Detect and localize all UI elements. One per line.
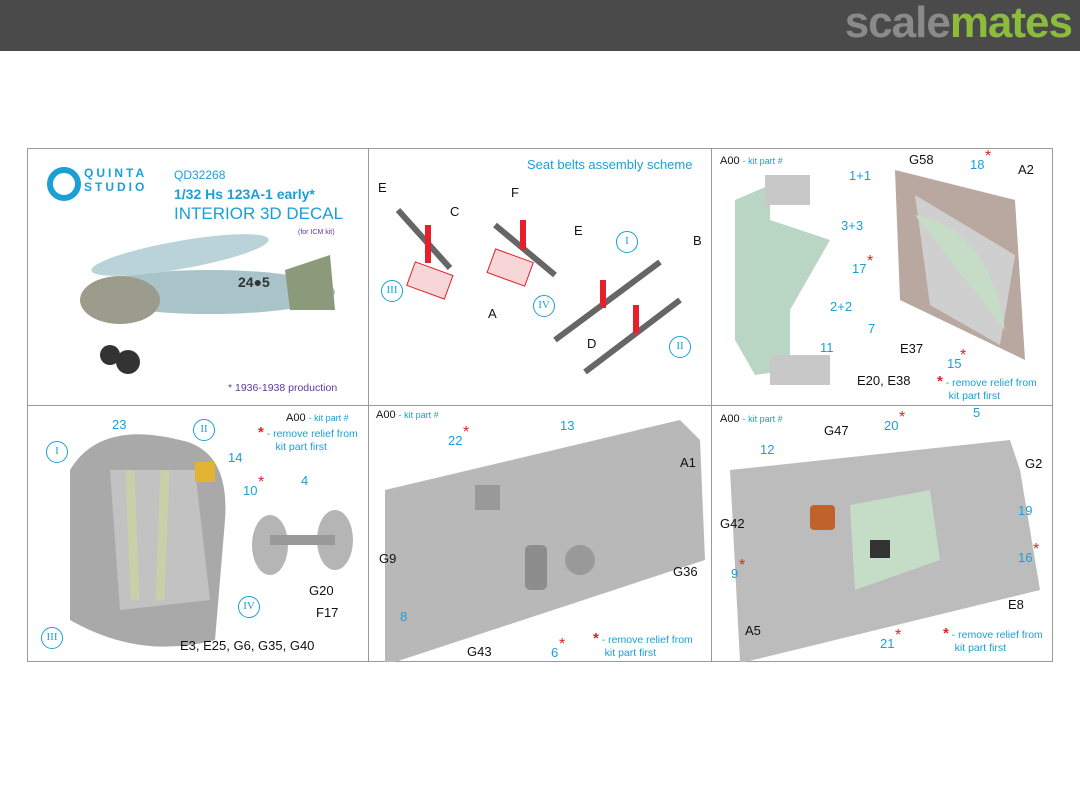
- kit-part-code: A00: [376, 409, 396, 421]
- part-label: E37: [900, 341, 924, 356]
- decal-label: 3+3: [841, 218, 864, 233]
- panel-title: Seat belts assembly scheme: [527, 157, 693, 172]
- part-label: C: [450, 204, 460, 219]
- part-label: G36: [673, 564, 698, 579]
- step-marker: IV: [533, 295, 555, 317]
- step-marker: IV: [238, 596, 260, 618]
- seat-belts-illustration: [395, 207, 682, 375]
- part-label: F17: [316, 605, 339, 620]
- part-label: G42: [720, 516, 745, 531]
- step-marker: II: [193, 419, 215, 441]
- decal-label: 20: [884, 418, 899, 433]
- divider: [27, 405, 1053, 406]
- model-name: 1/32 Hs 123A-1 early*: [174, 186, 315, 202]
- decal-label: 13: [560, 418, 575, 433]
- decal-label: 5: [973, 405, 981, 420]
- decal-label: 16: [1018, 550, 1033, 565]
- kit-part-legend: - kit part #: [742, 414, 783, 424]
- part-label: B: [693, 233, 702, 248]
- scalemates-logo[interactable]: scalemates: [844, 0, 1073, 47]
- step-marker: III: [41, 627, 63, 649]
- decal-label: 10: [243, 483, 258, 498]
- part-label: G20: [309, 583, 334, 598]
- relief-note: * - remove relief from kit part first: [943, 625, 1043, 655]
- relief-note: * - remove relief from kit part first: [258, 424, 358, 454]
- part-label: E3, E25, G6, G35, G40: [180, 638, 315, 653]
- step-marker: II: [669, 336, 691, 358]
- part-label: A5: [745, 623, 761, 638]
- part-label: G9: [379, 551, 397, 566]
- logo-text: STUDIO: [84, 180, 148, 194]
- kit-part-code: A00: [720, 413, 740, 425]
- step-marker: I: [46, 441, 68, 463]
- decal-label: 19: [1018, 503, 1033, 518]
- decal-label: 2+2: [830, 299, 853, 314]
- decal-label: 17: [852, 261, 867, 276]
- part-label: G47: [824, 423, 849, 438]
- decal-label: 7: [868, 321, 876, 336]
- aircraft-marking: 24●5: [238, 274, 270, 290]
- kit-note: (for ICM kit): [298, 229, 335, 236]
- decal-label: 23: [112, 417, 127, 432]
- aircraft-illustration: [80, 234, 335, 374]
- part-label: D: [587, 336, 597, 351]
- relief-note: * - remove relief from kit part first: [937, 373, 1037, 403]
- kit-part-code: A00: [720, 155, 740, 167]
- decal-label: 11: [820, 340, 834, 355]
- part-label: G2: [1025, 456, 1043, 471]
- production-footnote: * 1936-1938 production: [228, 382, 338, 394]
- part-label: A2: [1018, 162, 1034, 177]
- decal-label: 1+1: [849, 168, 872, 183]
- quinta-studio-logo-icon: [47, 167, 81, 201]
- part-label: A1: [680, 455, 696, 470]
- part-label: E20, E38: [857, 373, 911, 388]
- kit-part-legend: - kit part #: [742, 156, 783, 166]
- step-marker: III: [381, 280, 403, 302]
- kit-part-legend: - kit part #: [308, 413, 349, 423]
- decal-label: 14: [228, 450, 243, 465]
- part-label: A: [488, 306, 497, 321]
- part-label: G58: [909, 152, 934, 167]
- part-label: G43: [467, 644, 492, 659]
- decal-label: 4: [301, 473, 309, 488]
- part-label: E8: [1008, 597, 1024, 612]
- part-label: E: [574, 223, 583, 238]
- decal-label: 15: [947, 356, 962, 371]
- part-label: F: [511, 185, 519, 200]
- site-header: scalemates: [0, 0, 1080, 51]
- decal-label: 12: [760, 442, 775, 457]
- product-type: INTERIOR 3D DECAL: [174, 204, 344, 223]
- kit-part-legend: - kit part #: [398, 410, 439, 420]
- logo-text: QUINTA: [84, 166, 148, 180]
- decal-label: 21: [880, 636, 895, 651]
- step-marker: I: [616, 231, 638, 253]
- decal-label: 9: [731, 566, 739, 581]
- decal-label: 18: [970, 157, 985, 172]
- part-label: E: [378, 180, 387, 195]
- decal-label: 6: [551, 645, 559, 660]
- relief-note: * - remove relief from kit part first: [593, 630, 693, 660]
- kit-part-code: A00: [286, 412, 306, 424]
- decal-label: 8: [400, 609, 408, 624]
- product-code: QD32268: [174, 168, 226, 182]
- decal-label: 22: [448, 433, 463, 448]
